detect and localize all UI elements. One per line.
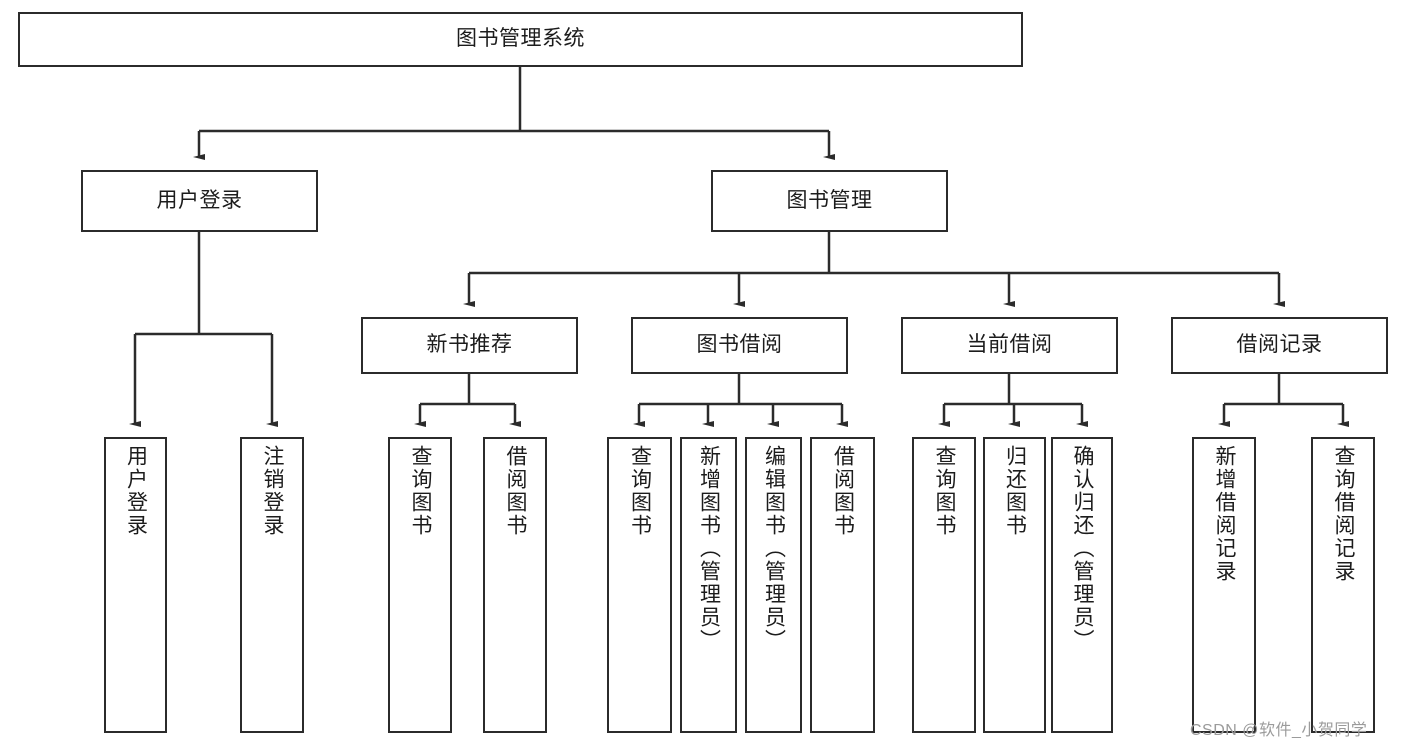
node-label: 新增借阅记录 [1213,445,1237,583]
node-label: 用户登录 [124,445,148,537]
node-label: 新书推荐 [426,333,513,357]
node-label: 新增图书（管理员） [697,445,721,652]
leaf-node-借阅图书-7[interactable]: 借阅图书 [810,437,875,733]
root-node-图书管理系统[interactable]: 图书管理系统 [18,12,1023,67]
leaf-node-查询图书-4[interactable]: 查询图书 [607,437,672,733]
node-label: 当前借阅 [966,333,1053,357]
level1-node-用户登录[interactable]: 用户登录 [81,170,318,232]
leaf-node-查询图书-8[interactable]: 查询图书 [912,437,976,733]
node-label: 用户登录 [156,188,243,212]
leaf-node-新增图书管理员-5[interactable]: 新增图书（管理员） [680,437,737,733]
leaf-node-借阅图书-3[interactable]: 借阅图书 [483,437,547,733]
node-label: 注销登录 [261,445,285,537]
node-label: 借阅图书 [831,445,855,537]
node-label: 图书管理系统 [456,27,585,51]
leaf-node-查询借阅记录-12[interactable]: 查询借阅记录 [1311,437,1375,733]
node-label: 借阅图书 [504,445,528,537]
node-label: 查询图书 [933,445,957,537]
leaf-node-用户登录-0[interactable]: 用户登录 [104,437,167,733]
leaf-node-编辑图书管理员-6[interactable]: 编辑图书（管理员） [745,437,802,733]
node-label: 确认归还（管理员） [1071,445,1095,652]
level2-node-借阅记录[interactable]: 借阅记录 [1171,317,1388,374]
node-label: 编辑图书（管理员） [762,445,786,652]
level1-node-图书管理[interactable]: 图书管理 [711,170,948,232]
level2-node-新书推荐[interactable]: 新书推荐 [361,317,578,374]
node-label: 图书借阅 [696,333,783,357]
leaf-node-查询图书-2[interactable]: 查询图书 [388,437,452,733]
node-label: 查询图书 [628,445,652,537]
leaf-node-归还图书-9[interactable]: 归还图书 [983,437,1046,733]
level2-node-图书借阅[interactable]: 图书借阅 [631,317,848,374]
node-label: 借阅记录 [1236,333,1323,357]
leaf-node-注销登录-1[interactable]: 注销登录 [240,437,304,733]
csdn-watermark: CSDN @软件_小贺同学 [1190,722,1368,739]
leaf-node-新增借阅记录-11[interactable]: 新增借阅记录 [1192,437,1256,733]
leaf-node-确认归还管理员-10[interactable]: 确认归还（管理员） [1051,437,1113,733]
level2-node-当前借阅[interactable]: 当前借阅 [901,317,1118,374]
node-label: 查询图书 [409,445,433,537]
node-label: 归还图书 [1003,445,1027,537]
node-label: 图书管理 [786,188,873,212]
node-label: 查询借阅记录 [1332,445,1356,583]
